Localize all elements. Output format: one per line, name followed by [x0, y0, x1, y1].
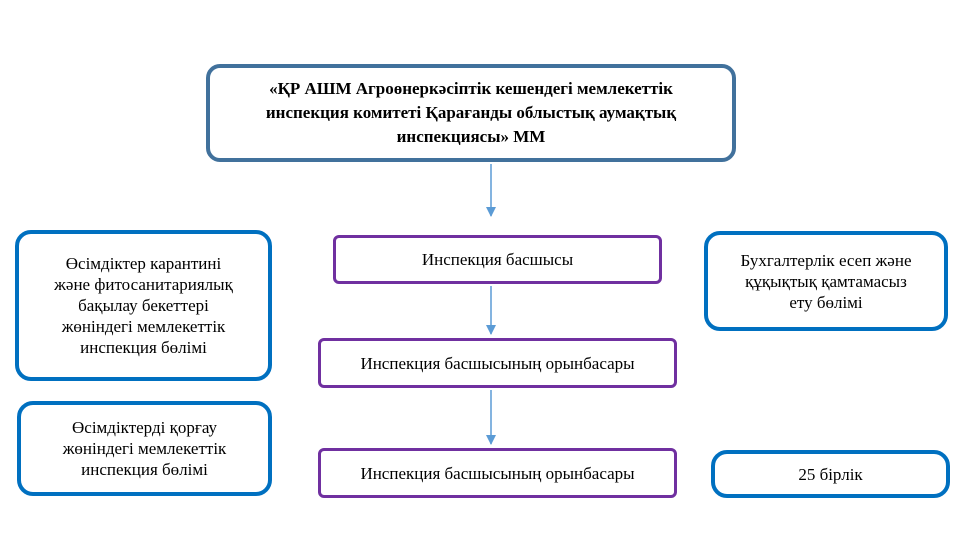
- deputy-head-label-2: Инспекция басшысының орынбасары: [360, 463, 635, 483]
- top-organization-box: «ҚР АШМ Агроөнеркәсіптік кешендегі мемле…: [206, 64, 736, 162]
- top-organization-line-2: инспекция комитеті Қарағанды облыстық ау…: [265, 103, 677, 122]
- accounting-legal-department-line-2: құқықтық қамтамасыз: [745, 271, 907, 291]
- quarantine-department-box: Өсімдіктер карантині және фитосанитариял…: [15, 230, 272, 381]
- quarantine-department-line-3: бақылау бекеттері: [78, 296, 209, 315]
- inspection-head-box: Инспекция басшысы: [333, 235, 662, 284]
- deputy-head-box-2: Инспекция басшысының орынбасары: [318, 448, 677, 498]
- accounting-legal-department-line-1: Бухгалтерлік есеп және: [740, 250, 912, 270]
- top-organization-line-1: «ҚР АШМ Агроөнеркәсіптік кешендегі мемле…: [269, 79, 673, 98]
- plant-protection-department-line-1: Өсімдіктерді қорғау: [72, 418, 217, 437]
- accounting-legal-department-box: Бухгалтерлік есеп және құқықтық қамтамас…: [704, 231, 948, 331]
- deputy-head-box-1: Инспекция басшысының орынбасары: [318, 338, 677, 388]
- inspection-head-label: Инспекция басшысы: [421, 250, 574, 269]
- staff-count-box: 25 бірлік: [711, 450, 950, 498]
- quarantine-department-line-2: және фитосанитариялық: [54, 275, 233, 294]
- quarantine-department-line-5: инспекция бөлімі: [80, 338, 207, 357]
- top-organization-line-3: инспекциясы» ММ: [396, 127, 546, 146]
- plant-protection-department-line-3: инспекция бөлімі: [81, 460, 208, 479]
- plant-protection-department-box: Өсімдіктерді қорғау жөніндегі мемлекетті…: [17, 401, 272, 496]
- quarantine-department-line-1: Өсімдіктер карантині: [65, 254, 222, 273]
- staff-count-label: 25 бірлік: [798, 464, 863, 484]
- plant-protection-department-line-2: жөніндегі мемлекеттік: [62, 439, 227, 458]
- deputy-head-label-1: Инспекция басшысының орынбасары: [360, 353, 635, 373]
- quarantine-department-line-4: жөніндегі мемлекеттік: [61, 317, 226, 336]
- accounting-legal-department-line-3: ету бөлімі: [789, 292, 863, 312]
